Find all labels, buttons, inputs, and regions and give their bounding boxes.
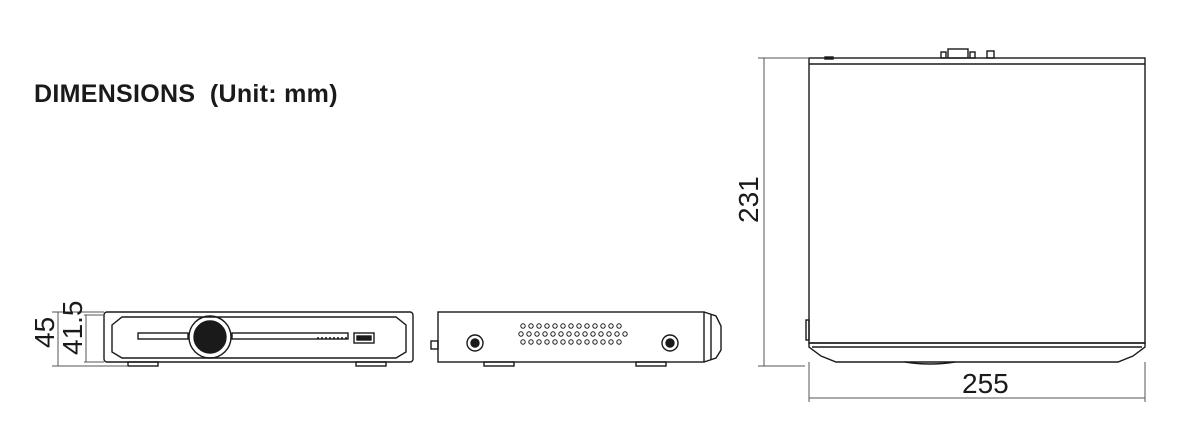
vent-hole [584, 339, 590, 345]
height-inner-label: 41.5 [57, 301, 88, 356]
front-bezel [111, 316, 407, 359]
vent-hole [520, 323, 526, 329]
vent-hole [560, 323, 566, 329]
vent-hole [576, 323, 582, 329]
front-body [103, 311, 414, 363]
front-knob-outer [188, 315, 232, 359]
vent-hole [534, 331, 540, 337]
vent-hole [518, 331, 524, 337]
vent-hole [598, 331, 604, 337]
vent-hole [574, 331, 580, 337]
vent-hole [614, 331, 620, 337]
vent-hole [566, 331, 572, 337]
vent-hole [590, 331, 596, 337]
side-view [430, 311, 722, 367]
side-rear-connector [430, 340, 439, 350]
vent-hole [552, 339, 558, 345]
vent-hole [526, 331, 532, 337]
vent-hole [592, 323, 598, 329]
side-screw-right [661, 334, 679, 352]
front-slot-left [137, 332, 189, 340]
vent-hole [616, 339, 622, 345]
depth-label: 231 [733, 176, 764, 223]
vent-hole [552, 323, 558, 329]
vent-hole [606, 331, 612, 337]
top-body [808, 57, 1146, 344]
vent-hole [568, 339, 574, 345]
vent-hole [568, 323, 574, 329]
top-rear-port-2 [969, 51, 976, 59]
vent-hole [544, 323, 550, 329]
top-rear-port-1 [940, 51, 947, 59]
top-rear-vga-port [947, 48, 969, 59]
vent-hole [600, 339, 606, 345]
vent-hole [536, 323, 542, 329]
vent-hole [600, 323, 606, 329]
vent-hole [592, 339, 598, 345]
vent-hole [584, 323, 590, 329]
front-knob-inner [193, 320, 227, 354]
vent-hole [560, 339, 566, 345]
front-indicator-leds [317, 337, 347, 339]
vent-hole [528, 323, 534, 329]
top-front-bezel [808, 342, 1146, 363]
vent-hole [542, 331, 548, 337]
vent-hole [558, 331, 564, 337]
diagram-title: DIMENSIONS (Unit: mm) [34, 80, 338, 108]
vent-hole [608, 339, 614, 345]
vent-hole [616, 323, 622, 329]
front-usb-port [353, 332, 375, 344]
top-dimension-lines [758, 57, 1146, 402]
top-rear-port-3 [986, 50, 995, 59]
height-outer-label: 45 [29, 317, 60, 348]
vent-hole [622, 331, 628, 337]
vent-hole [544, 339, 550, 345]
side-screw-left [466, 334, 484, 352]
width-label: 255 [962, 368, 1009, 399]
top-view [805, 48, 1146, 365]
vent-hole [536, 339, 542, 345]
height-dimension-lines [52, 311, 128, 367]
vent-hole [520, 339, 526, 345]
front-view [103, 311, 414, 367]
vent-hole [576, 339, 582, 345]
front-slot-right [231, 332, 349, 340]
side-front-bezel [703, 311, 722, 363]
vent-hole [528, 339, 534, 345]
side-vent-holes [518, 323, 628, 345]
vent-hole [608, 323, 614, 329]
vent-hole [550, 331, 556, 337]
side-body [437, 311, 705, 363]
vent-hole [582, 331, 588, 337]
